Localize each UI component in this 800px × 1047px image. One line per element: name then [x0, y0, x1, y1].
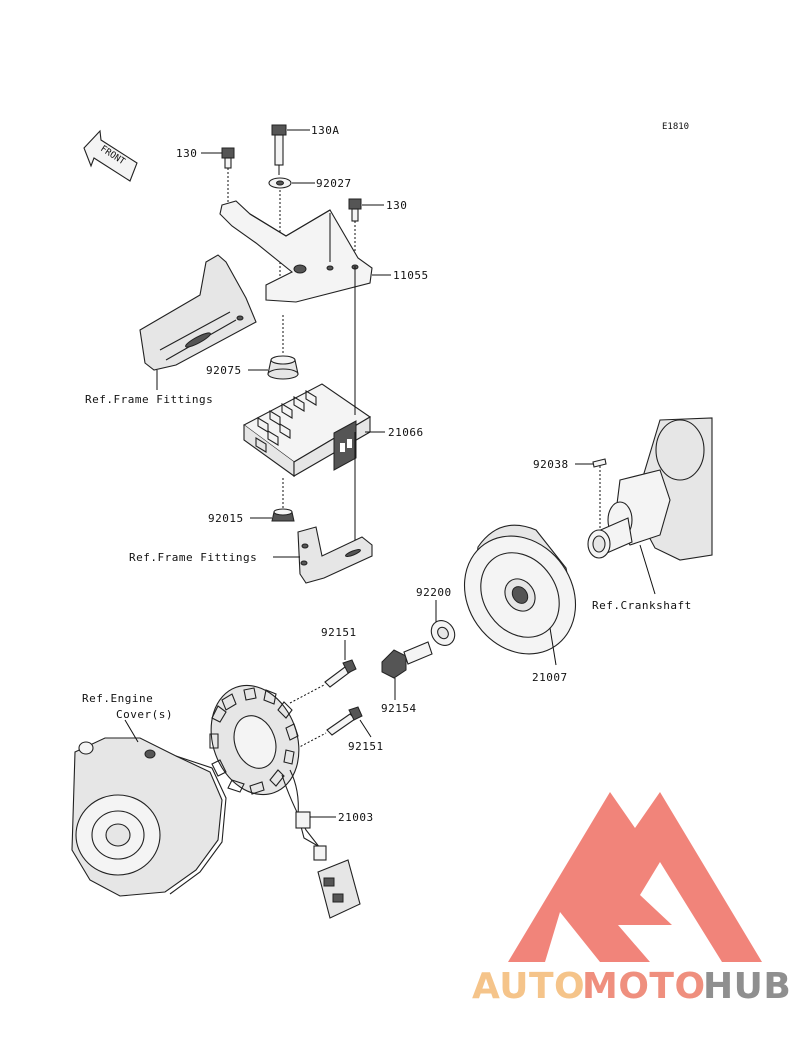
- frame-bracket-top: [139, 254, 257, 390]
- label-21007: 21007: [532, 671, 568, 684]
- key-92038: [592, 458, 607, 468]
- watermark-text-moto: MOTO: [582, 966, 706, 1007]
- bolt-130-top: [221, 147, 235, 204]
- label-130a: 130A: [311, 124, 340, 137]
- label-130-top: 130: [176, 147, 197, 160]
- engine-cover: [71, 719, 227, 897]
- watermark-text-hub: HUB: [703, 966, 791, 1007]
- stator-21003: [209, 684, 361, 919]
- label-92015: 92015: [208, 512, 244, 525]
- nut-92015: [271, 478, 295, 522]
- ref-frame-fittings-bottom: Ref.Frame Fittings: [129, 551, 257, 564]
- label-92027: 92027: [316, 177, 352, 190]
- ref-frame-fittings-top: Ref.Frame Fittings: [85, 393, 213, 406]
- label-130-right: 130: [386, 199, 407, 212]
- crankshaft: [587, 417, 713, 595]
- frame-bracket-bottom: [297, 432, 373, 584]
- bolt-92151-bottom: [289, 706, 372, 753]
- ref-engine-cover-line2: Cover(s): [116, 708, 173, 721]
- regulator-21066: [242, 383, 372, 478]
- washer-92027: [268, 177, 292, 300]
- ref-engine-cover-line1: Ref.Engine: [82, 692, 153, 705]
- label-92151-top: 92151: [321, 626, 357, 639]
- bolt-92151-top: [289, 640, 357, 704]
- bolt-92154: [381, 641, 433, 700]
- watermark-logo-icon: [508, 792, 762, 962]
- label-92151-bottom: 92151: [348, 740, 384, 753]
- label-11055: 11055: [393, 269, 429, 282]
- ref-crankshaft: Ref.Crankshaft: [592, 599, 692, 612]
- bolt-130a: [271, 124, 287, 175]
- label-92154: 92154: [381, 702, 417, 715]
- label-21066: 21066: [388, 426, 424, 439]
- label-21003: 21003: [338, 811, 374, 824]
- diagram-code: E1810: [662, 122, 689, 132]
- flywheel-21007: [463, 524, 577, 666]
- bracket-11055: [219, 200, 373, 303]
- label-92038: 92038: [533, 458, 569, 471]
- damper-92075: [267, 315, 299, 380]
- watermark-text-auto: AUTO: [472, 966, 585, 1007]
- label-92075: 92075: [206, 364, 242, 377]
- washer-92200: [430, 600, 456, 646]
- label-92200: 92200: [416, 586, 452, 599]
- front-arrow-icon: FRONT: [83, 129, 138, 182]
